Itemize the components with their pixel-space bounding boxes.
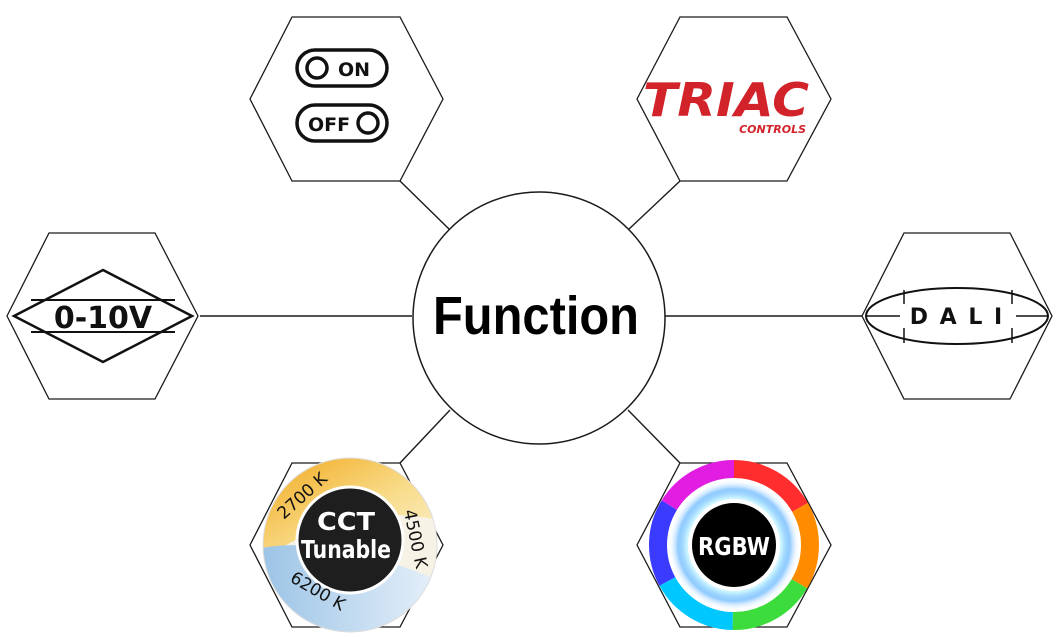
triac-logo: TRIAC CONTROLS [643, 73, 809, 136]
node-triac: TRIAC CONTROLS [636, 16, 832, 182]
triac-brand: TRIAC [643, 73, 809, 127]
connector-triac [627, 180, 681, 231]
on-off-switch-icon: ON OFF [295, 48, 389, 143]
connector-rgbw [627, 409, 681, 464]
on-label: ON [338, 59, 370, 81]
rgbw-ring-icon: RGBW [649, 460, 819, 630]
off-label: OFF [308, 114, 350, 136]
connector-onoff [399, 180, 451, 231]
cct-dial-icon: CCT Tunable 2700 K 4500 K 6200 K [262, 457, 438, 633]
node-cct: CCT Tunable 2700 K 4500 K 6200 K [249, 457, 444, 633]
connectors [200, 180, 862, 464]
node-rgbw: RGBW [636, 460, 832, 630]
node-on-off: ON OFF [249, 16, 444, 182]
dali-logo: D A L I [865, 287, 1049, 345]
dali-label: D A L I [910, 305, 1004, 330]
diamond-icon [11, 268, 195, 364]
cct-line2: Tunable [301, 535, 391, 564]
center-label: Function [433, 286, 639, 346]
connector-cct [399, 409, 451, 464]
zero-ten-label: 0-10V [54, 301, 153, 336]
node-dali: D A L I [861, 232, 1053, 400]
center-node: Function [412, 191, 666, 445]
cct-line1: CCT [317, 507, 375, 536]
triac-sub: CONTROLS [739, 123, 806, 136]
rgbw-label: RGBW [698, 532, 770, 561]
node-zero-ten: 0-10V [6, 232, 199, 400]
